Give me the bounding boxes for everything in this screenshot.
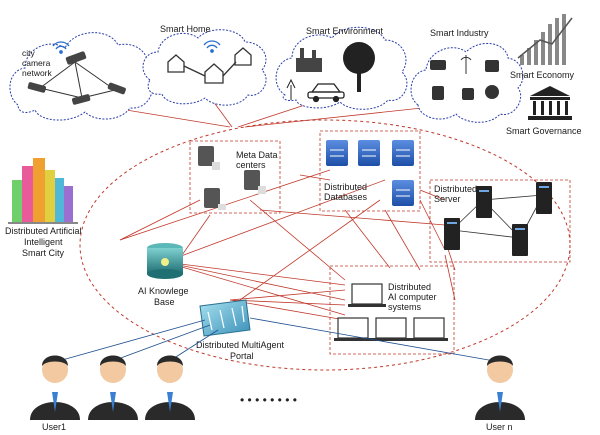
user-3 [145, 355, 195, 420]
ai-knowledge-base-node: AI Knowlege Base [138, 243, 189, 307]
databases-label-1: Distributed [324, 182, 367, 192]
cloud-smart-home: Smart Home [142, 24, 267, 106]
smart-governance-label: Smart Governance [506, 126, 582, 136]
distributed-server-node: Distributed Server [429, 179, 571, 263]
server-label-2: Server [434, 194, 461, 204]
wifi-icon [52, 41, 70, 54]
cloud-smart-industry: Smart Industry [410, 28, 524, 123]
user-2 [88, 355, 138, 420]
wifi-icon [203, 40, 221, 53]
svg-text:camera: camera [22, 58, 51, 68]
smart-governance-group: Smart Governance [506, 86, 582, 136]
cloud-camera-network: city camera network [9, 32, 153, 121]
users-ellipsis: • • • • • • • • [240, 393, 297, 407]
databases-label-2: Databases [324, 192, 368, 202]
smart-city-label-2: Intelligent [24, 237, 63, 247]
meta-data-label-2: centers [236, 160, 266, 170]
camera-network-label-1: city [22, 48, 36, 58]
camera-network-label-3: network [22, 68, 53, 78]
smart-economy-group: Smart Economy [510, 14, 575, 80]
smart-industry-label: Smart Industry [430, 28, 489, 38]
user-n: User n [475, 355, 525, 432]
user-n-label: User n [486, 422, 513, 432]
knowledge-label-2: Base [154, 297, 175, 307]
network-links [64, 89, 456, 321]
smart-city-buildings-icon [8, 158, 78, 224]
government-building-icon [528, 86, 572, 120]
ai-computer-systems-node: Distributed AI computer systems [329, 265, 455, 355]
smart-economy-label: Smart Economy [510, 70, 575, 80]
smart-city-label-1: Distributed Artificial [5, 226, 82, 236]
distributed-databases-node: Distributed Databases [319, 130, 421, 212]
user-1-label: User1 [42, 422, 66, 432]
cloud-smart-environment: Smart Environment [275, 26, 408, 110]
svg-text:network: network [22, 68, 53, 78]
server-label-1: Distributed [434, 184, 477, 194]
smart-environment-label: Smart Environment [306, 26, 384, 36]
svg-text:city: city [22, 48, 36, 58]
ai-systems-label-2: AI computer [388, 292, 437, 302]
meta-data-label-1: Meta Data [236, 150, 278, 160]
portal-label-2: Portal [230, 351, 254, 361]
user-links [54, 317, 501, 363]
antenna-icon [460, 55, 472, 74]
smart-home-label: Smart Home [160, 24, 211, 34]
user-1: User1 [30, 355, 80, 432]
multiagent-portal-node: Distributed MultiAgent Portal [196, 299, 285, 361]
ai-systems-label-3: systems [388, 302, 422, 312]
portal-label-1: Distributed MultiAgent [196, 340, 285, 350]
smart-city-label-3: Smart City [22, 248, 65, 258]
ai-systems-label-1: Distributed [388, 282, 431, 292]
car-icon [307, 83, 345, 103]
camera-network-label-2: camera [22, 58, 51, 68]
meta-data-centers-node: Meta Data centers [189, 140, 281, 214]
chart-up-icon [520, 14, 566, 65]
tree-icon [343, 42, 375, 92]
knowledge-label-1: AI Knowlege [138, 286, 189, 296]
